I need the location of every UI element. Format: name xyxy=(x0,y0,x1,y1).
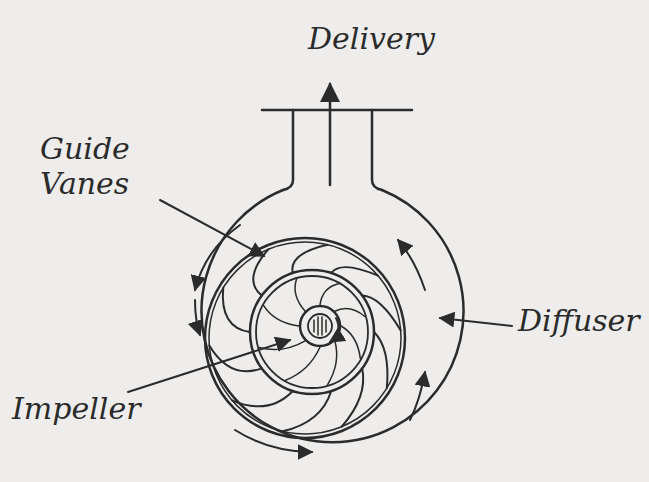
guide-vane xyxy=(362,296,401,331)
pipe-wall xyxy=(283,110,293,190)
impeller-vane xyxy=(295,279,305,311)
impeller-vane xyxy=(341,326,360,358)
impeller-vane xyxy=(264,306,299,326)
flow-arrow xyxy=(235,430,312,452)
flow-arrow xyxy=(398,240,425,290)
impeller-hub xyxy=(300,306,340,346)
leader-line xyxy=(160,200,264,256)
pipe-flange xyxy=(262,109,412,112)
leader-line xyxy=(128,340,290,392)
flow-arrow xyxy=(195,300,200,335)
diffuser-ring xyxy=(205,238,405,438)
guide-vane xyxy=(331,267,378,276)
guide-vane xyxy=(283,391,332,431)
impeller-vane xyxy=(286,347,320,380)
guide-vane xyxy=(292,245,327,273)
guide-vane xyxy=(232,391,293,406)
delivery-arrow xyxy=(329,84,332,185)
impeller-ring xyxy=(250,270,374,394)
impeller-vane xyxy=(335,309,365,317)
rotation-arrow xyxy=(330,318,338,342)
flow-arrow xyxy=(410,372,425,420)
leader-line xyxy=(440,318,512,326)
guide-vane xyxy=(342,368,364,426)
casing xyxy=(202,190,464,442)
diffuser-ring xyxy=(209,242,401,434)
impeller-vane xyxy=(328,341,337,385)
shaft xyxy=(308,314,332,338)
diffuser-label: Diffuser xyxy=(518,304,640,339)
flow-arrow xyxy=(195,225,240,290)
impeller-vane xyxy=(320,284,338,305)
delivery-label: Delivery xyxy=(308,22,435,57)
guide-vane xyxy=(223,288,250,332)
impeller-ring xyxy=(256,276,368,388)
guide-vane xyxy=(253,249,268,295)
guide-vane xyxy=(374,332,387,388)
impeller-label: Impeller xyxy=(12,392,141,427)
guide-vanes-label: Guide Vanes xyxy=(40,132,165,201)
pipe-wall xyxy=(372,110,382,190)
